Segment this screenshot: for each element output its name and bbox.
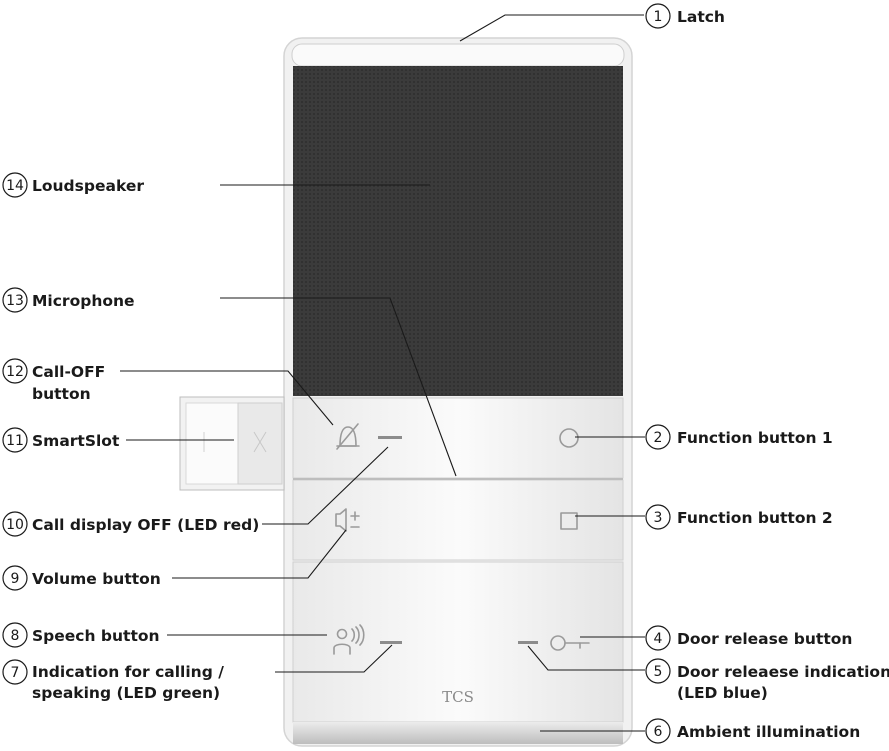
callout-11-label: SmartSlot (32, 432, 120, 450)
callout-4-number: 4 (654, 631, 663, 647)
callout-6-number: 6 (654, 724, 663, 740)
callout-13-label: Microphone (32, 292, 135, 310)
speech-icon (333, 624, 365, 655)
callout-11-number: 11 (6, 433, 24, 449)
callout-7-label-line1: Indication for calling / (32, 663, 224, 681)
callout-2-number: 2 (654, 430, 663, 446)
callout-7-label-line2: speaking (LED green) (32, 684, 220, 702)
callout-numbers: 1 2 3 4 5 6 7 8 9 10 11 12 13 14 (2, 3, 671, 744)
callout-6-label: Ambient illumination (677, 723, 860, 741)
callout-12-label-line2: button (32, 385, 91, 403)
callout-5-label-line2: (LED blue) (677, 684, 768, 702)
callout-14-number: 14 (6, 178, 24, 194)
callout-12-label-line1: Call-OFF (32, 363, 105, 381)
callout-9-number: 9 (11, 571, 20, 587)
callout-12-number: 12 (6, 364, 24, 380)
callout-2-label: Function button 1 (677, 429, 833, 447)
callout-1-label: Latch (677, 8, 725, 26)
callout-13-number: 13 (6, 293, 24, 309)
callout-3-label: Function button 2 (677, 509, 833, 527)
callout-7-number: 7 (11, 665, 20, 681)
callout-9-label: Volume button (32, 570, 161, 588)
callout-5-label-line1: Door releaese indication (677, 663, 889, 681)
led-green-calling (380, 641, 402, 644)
leader-lines (120, 14, 645, 732)
loudspeaker-grille (293, 66, 623, 396)
brand-logo: TCS (442, 688, 474, 706)
circle-icon (559, 428, 579, 448)
volume-icon (335, 508, 360, 532)
led-red-call-off (378, 436, 402, 439)
callout-10-number: 10 (6, 517, 24, 533)
callout-8-label: Speech button (32, 627, 160, 645)
smartslot-module (179, 396, 285, 491)
callout-10-label: Call display OFF (LED red) (32, 516, 259, 534)
callout-14-label: Loudspeaker (32, 177, 144, 195)
callout-1-number: 1 (654, 9, 663, 25)
button-panel-3[interactable] (292, 561, 624, 723)
callout-8-number: 8 (11, 628, 20, 644)
button-panel-2[interactable] (292, 479, 624, 561)
callout-3-number: 3 (654, 510, 663, 526)
square-icon (560, 512, 578, 530)
button-panel-1[interactable] (292, 397, 624, 479)
callout-4-label: Door release button (677, 630, 852, 648)
bell-off-icon (336, 423, 360, 450)
latch (291, 43, 625, 67)
callout-5-number: 5 (654, 664, 663, 680)
device: TCS (179, 37, 633, 747)
callout-labels: Latch Function button 1 Function button … (32, 8, 889, 741)
led-blue-door-release (518, 641, 538, 644)
key-icon (550, 635, 590, 651)
ambient-illumination-strip (293, 722, 623, 744)
